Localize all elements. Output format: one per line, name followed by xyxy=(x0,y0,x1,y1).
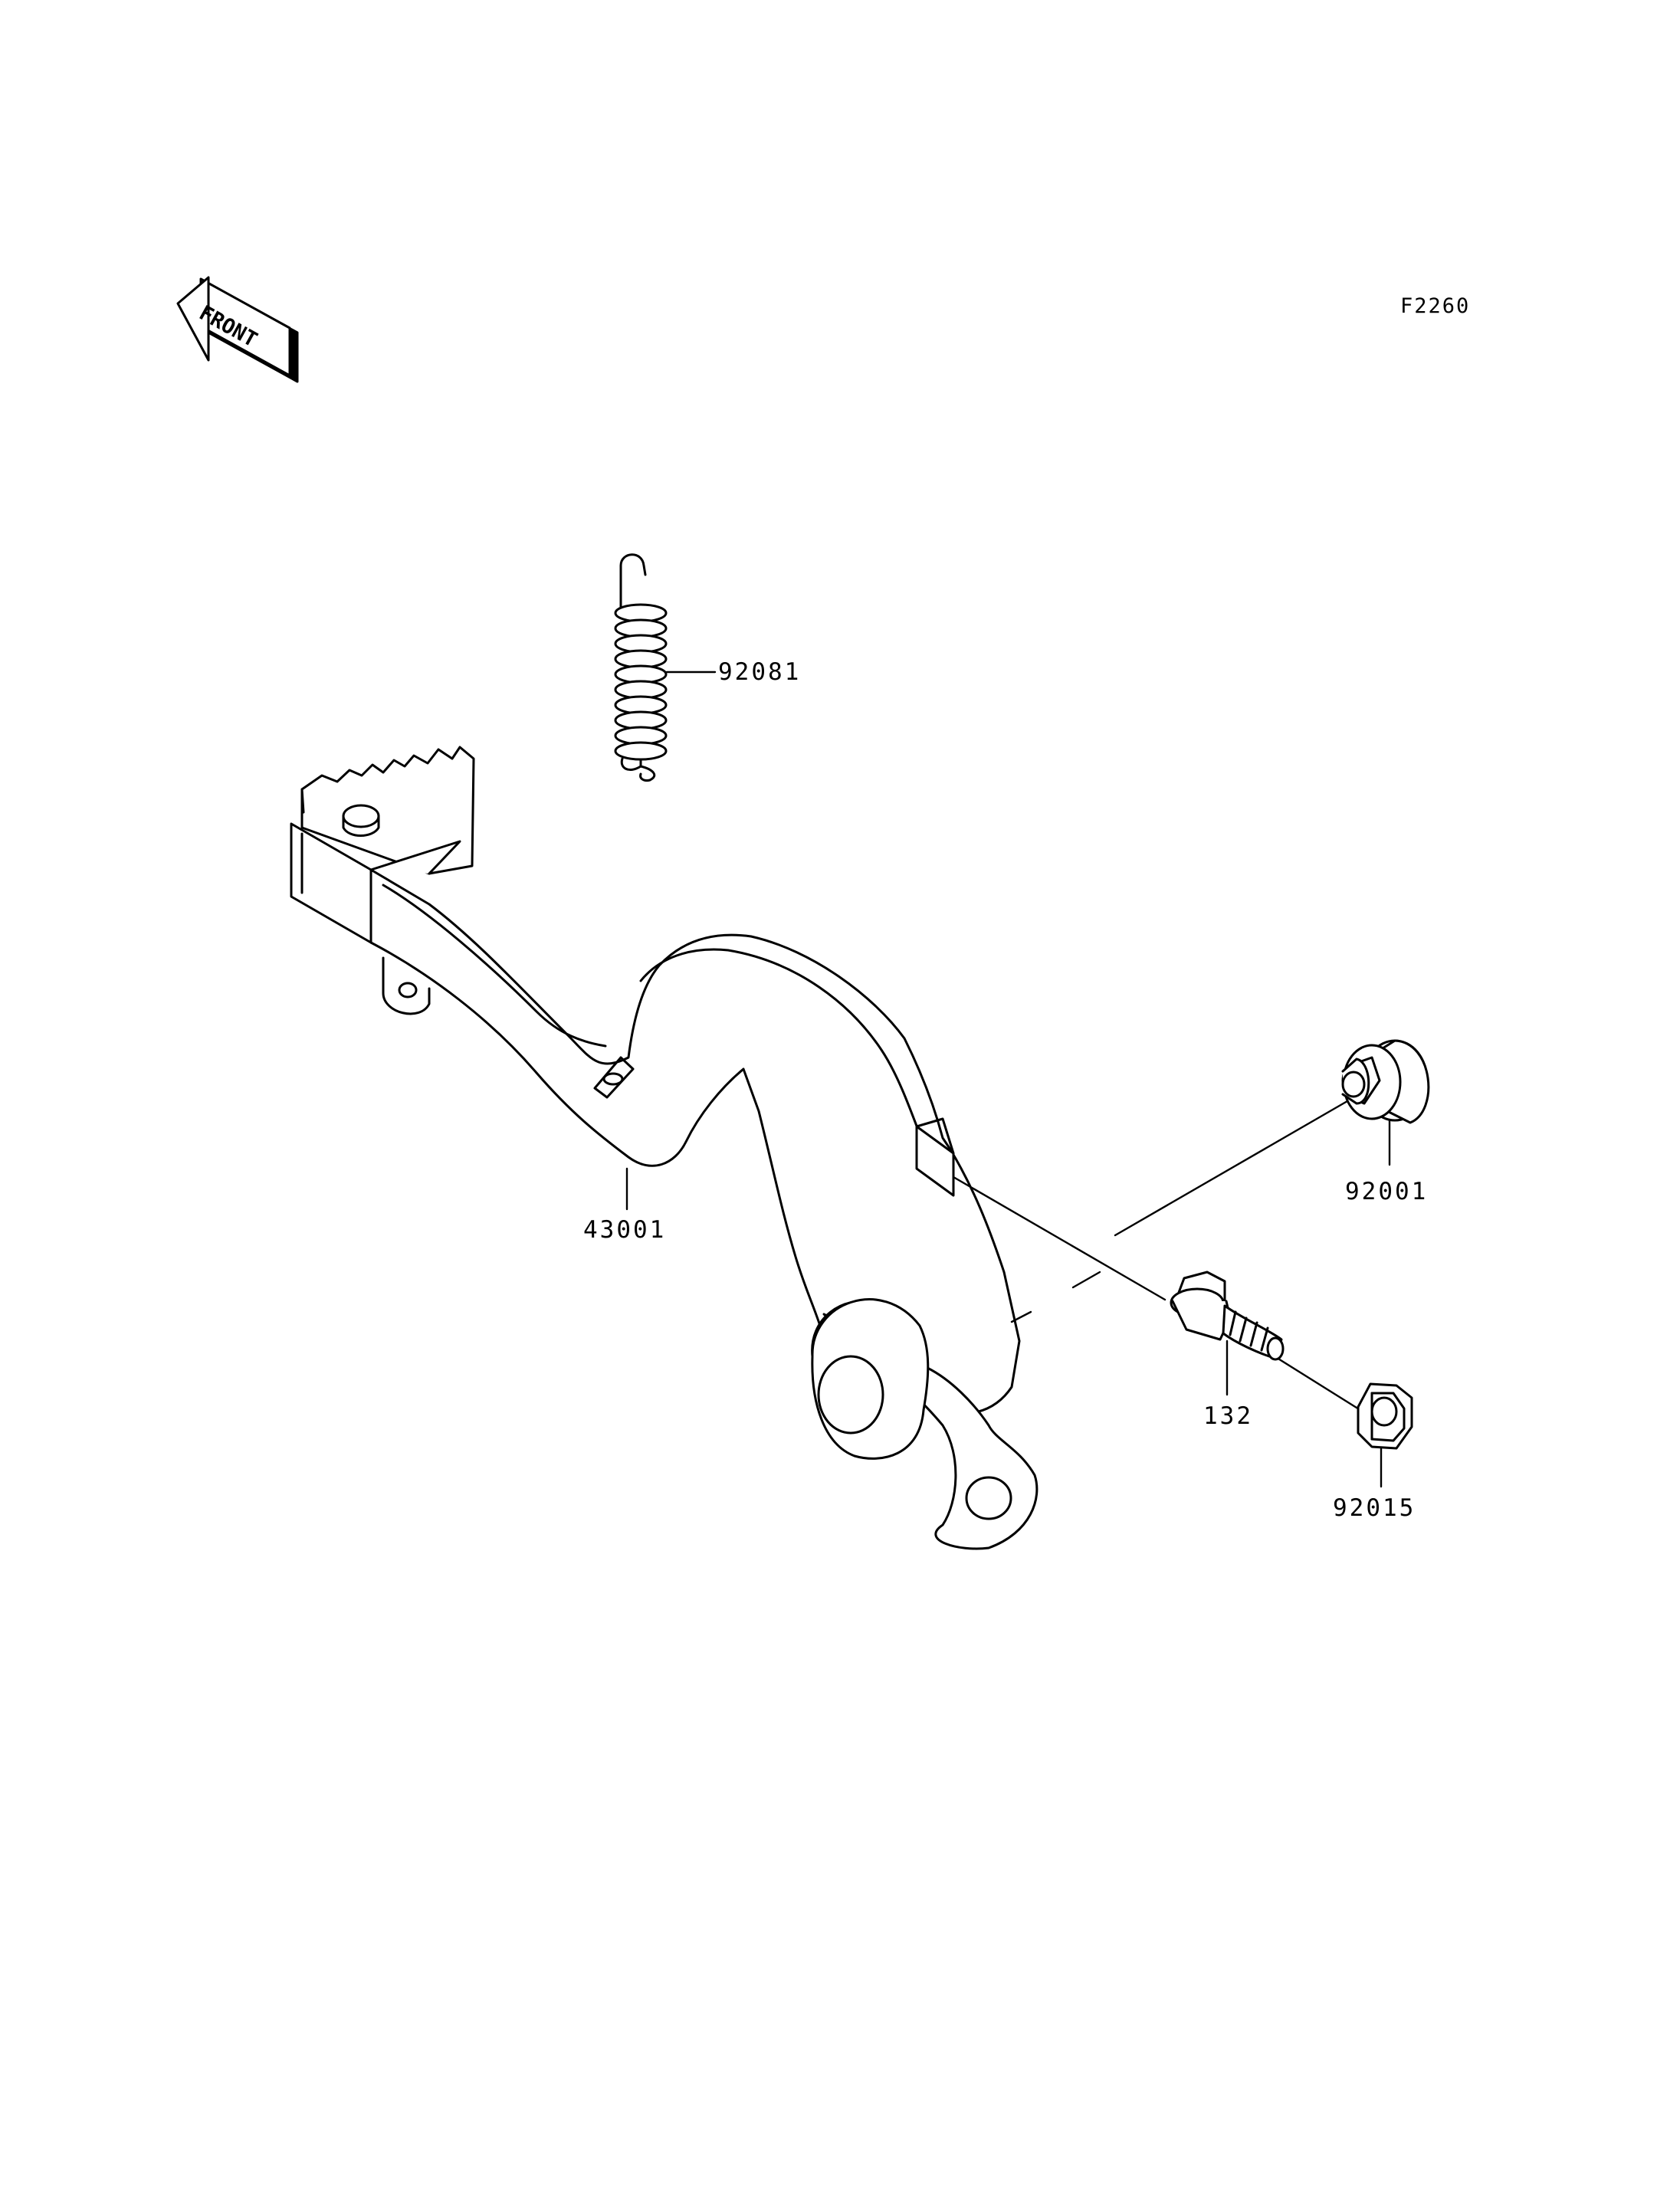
return-spring xyxy=(614,553,717,782)
callout-92081: 92081 xyxy=(718,658,801,686)
callout-92015: 92015 xyxy=(1333,1494,1416,1522)
brake-pedal xyxy=(290,746,1039,1550)
callout-43001: 43001 xyxy=(583,1216,666,1244)
bolt xyxy=(1170,1271,1285,1396)
nut xyxy=(1357,1382,1413,1488)
figure-code: F2260 xyxy=(1400,294,1470,318)
callout-132: 132 xyxy=(1203,1402,1253,1430)
front-direction-arrow-icon: FRONT xyxy=(176,276,299,383)
collar xyxy=(1341,1039,1430,1166)
callout-92001: 92001 xyxy=(1345,1178,1428,1205)
assembly-lines xyxy=(952,1094,1364,1413)
